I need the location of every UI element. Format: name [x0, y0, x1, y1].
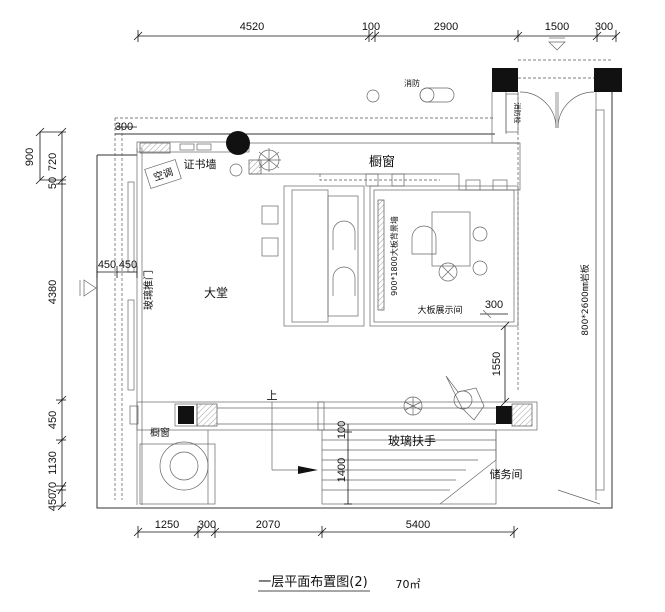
reception-table [261, 185, 365, 327]
dim-top-4: 1500 [545, 21, 569, 33]
dim-left-4: 4380 [47, 280, 59, 304]
certificate-wall-label: 证书墙 [184, 157, 217, 171]
glass-door [127, 181, 135, 391]
lower-partition [129, 401, 538, 431]
person-figure-icon [403, 375, 485, 421]
column-top-right [594, 68, 622, 92]
rock-board-wall [595, 109, 605, 491]
fire-hydrant-area: 消防 [366, 78, 455, 103]
dim-bottom-4: 5400 [406, 519, 430, 531]
dim-left-1: 900 [24, 148, 36, 166]
board-wall-label: 900*1800大板背景墙 [389, 216, 399, 296]
glass-handrail-label: 玻璃扶手 [388, 433, 436, 448]
stair-treads [321, 429, 601, 505]
fire-label: 消防 [404, 78, 420, 88]
lobby-label: 大堂 [204, 286, 228, 300]
air-conditioner: 空调 [144, 159, 182, 189]
entry-arrow-top-icon [548, 37, 566, 51]
display-window-top-label: 橱窗 [369, 154, 395, 170]
dim-inner-450b: 450 [119, 259, 137, 271]
dim-inner-450a: 450 [98, 259, 116, 271]
inner-left-dims: 450 450 300 [96, 121, 138, 278]
round-column [226, 131, 250, 155]
dim-left-6: 1130 [47, 451, 59, 475]
title-text: 一层平面布置图(2) [258, 575, 367, 590]
stair-up-arrow-icon [271, 402, 318, 474]
dim-stair-1400: 1400 [336, 458, 348, 482]
fire-box-label: 消防栓 [513, 103, 522, 124]
drawing-title: 一层平面布置图(2) 70㎡ [258, 575, 421, 592]
rock-board-label: 800*2600㎜岩板 [579, 264, 591, 336]
storage-room-label: 储务间 [490, 467, 523, 481]
left-dimension-chain: 900 720 50 4380 450 1130 70 450 [24, 127, 67, 511]
up-label: 上 [267, 389, 278, 402]
dim-bottom-2: 300 [198, 519, 216, 531]
dim-top-2: 100 [362, 21, 380, 33]
entry-arrow-left-icon [79, 279, 97, 297]
dim-inner-300: 300 [115, 121, 133, 133]
dim-left-8: 450 [47, 493, 59, 511]
dim-1550: 1550 [491, 352, 503, 376]
dim-top-3: 2900 [434, 21, 458, 33]
top-dimension-chain: 4520 100 2900 1500 300 [133, 21, 621, 42]
fire-box [505, 93, 519, 133]
glass-door-label: 玻璃推门 [142, 270, 155, 310]
dim-board-room: 300 [485, 299, 503, 311]
bottom-window [139, 430, 216, 505]
air-conditioner-label: 空调 [152, 165, 175, 184]
board-room-label: 大板展示间 [417, 304, 462, 316]
title-area: 70㎡ [396, 578, 421, 591]
walls [96, 59, 622, 509]
board-display-room [369, 185, 519, 327]
dim-top-5: 300 [595, 21, 613, 33]
dim-left-5: 450 [47, 411, 59, 429]
stair-dims: 100 1400 1550 [336, 321, 510, 505]
dim-left-7: 70 [47, 482, 59, 494]
dim-left-3: 50 [47, 177, 59, 189]
column-top-left [492, 68, 518, 92]
dim-stair-100a: 100 [336, 421, 348, 439]
small-stool [229, 163, 243, 177]
dim-bottom-3: 2070 [256, 519, 280, 531]
dim-top-1: 4520 [240, 21, 264, 33]
display-window-bottom-label: 橱窗 [150, 426, 170, 439]
bottom-dimension-chain: 1250 300 2070 5400 [133, 519, 519, 538]
plant-icon [257, 148, 281, 172]
dim-left-2: 720 [47, 153, 59, 171]
dim-bottom-1: 1250 [155, 519, 179, 531]
